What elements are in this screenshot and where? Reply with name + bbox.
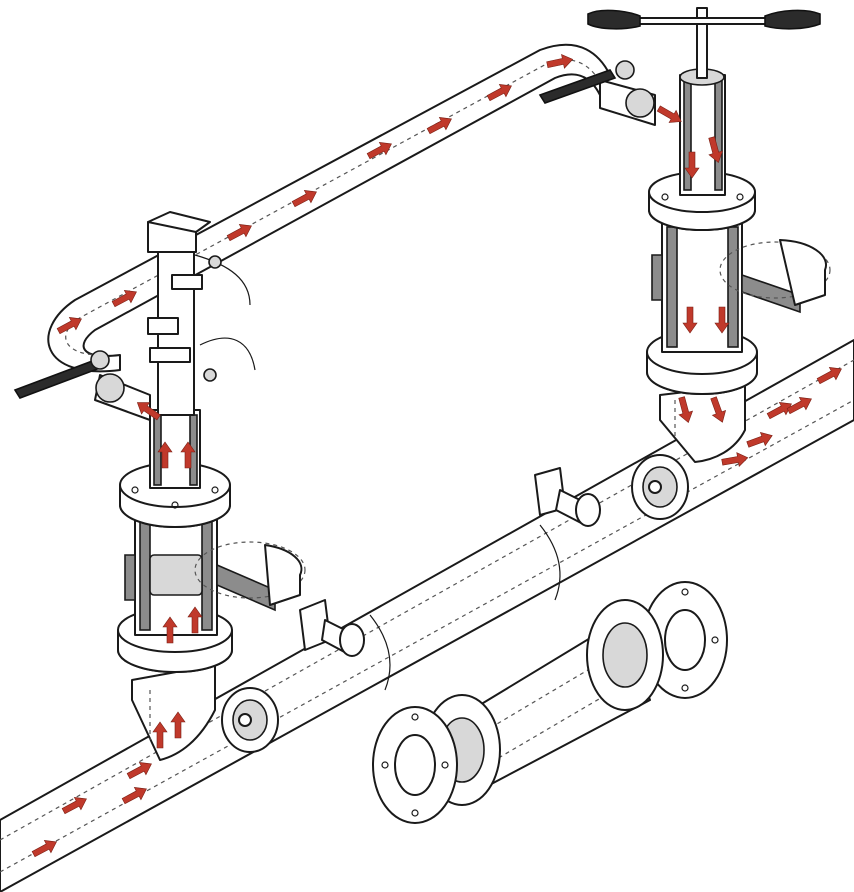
flow-arrow-icon (187, 606, 203, 634)
flow-arrow-icon (291, 190, 317, 208)
small-valve-left-icon (299, 599, 365, 657)
flow-arrow-icon (656, 105, 682, 123)
flow-arrow-icon (162, 616, 178, 644)
flow-arrow-icon (708, 136, 724, 164)
flow-arrow-icon (152, 721, 168, 749)
flow-arrow-icon (157, 441, 173, 469)
flow-arrow-icon (721, 452, 749, 467)
flow-arrow-icon (684, 151, 700, 179)
flow-arrow-icon (486, 84, 512, 102)
left-handwheel-icon (221, 687, 279, 753)
flow-arrow-icon (31, 840, 57, 858)
flow-arrow-icon (226, 224, 252, 242)
small-valve-right-icon (534, 467, 601, 527)
right-handwheel-icon (631, 454, 689, 520)
spool-flange-far-icon (642, 581, 728, 699)
flow-arrow-icon (121, 787, 147, 805)
bypass-loop-pipe (47, 43, 611, 373)
flow-arrow-icon (678, 396, 694, 424)
spool-piece (372, 581, 728, 824)
flow-arrow-icon (126, 762, 152, 780)
flow-arrow-icon (170, 711, 186, 739)
flow-arrow-icon (714, 306, 730, 334)
flow-arrow-icon (426, 117, 452, 135)
flow-arrow-icon (111, 290, 137, 308)
flow-arrow-icon (816, 367, 842, 385)
flow-arrow-icon (366, 142, 392, 160)
flow-arrows (31, 54, 842, 858)
flow-arrow-icon (136, 402, 161, 421)
right-tapping-assembly (538, 7, 831, 463)
flow-arrow-icon (61, 797, 87, 815)
flow-arrow-icon (546, 54, 574, 69)
left-tapping-assembly (13, 211, 306, 761)
flow-arrow-icon (180, 441, 196, 469)
flow-arrow-icon (56, 317, 82, 335)
flow-arrow-icon (682, 306, 698, 334)
spool-flange-near-icon (372, 706, 458, 824)
flow-arrow-icon (746, 431, 773, 448)
flow-arrow-icon (786, 397, 812, 415)
flow-arrow-icon (710, 396, 727, 423)
